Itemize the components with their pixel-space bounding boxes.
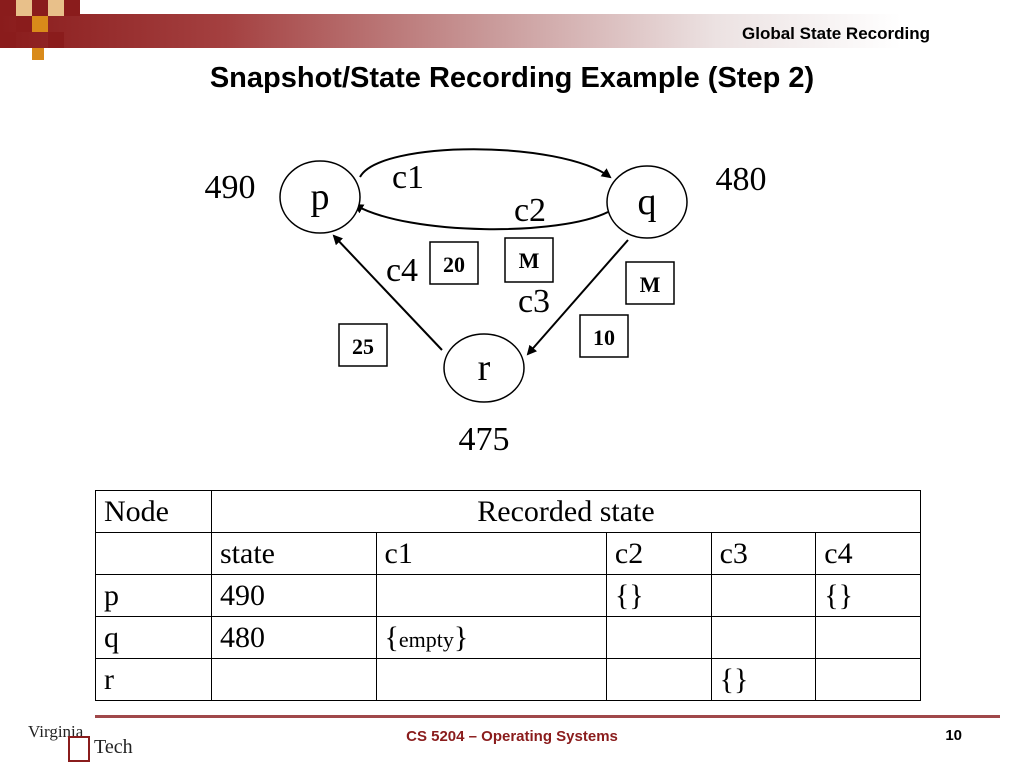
header-square bbox=[64, 0, 80, 16]
recorded-state-table: Node Recorded state state c1 c2 c3 c4 p … bbox=[95, 490, 921, 701]
table-cell: c2 bbox=[605, 532, 712, 575]
table-cell bbox=[815, 616, 921, 659]
recorded-state-header: Recorded state bbox=[211, 490, 921, 533]
header-square bbox=[32, 48, 44, 60]
channel-c2-arrow bbox=[353, 204, 609, 231]
channel-c1-arrow bbox=[359, 148, 612, 179]
table-cell: {} bbox=[605, 574, 712, 617]
table-cell bbox=[815, 658, 921, 701]
header-square bbox=[48, 0, 64, 16]
logo-line-2: Tech bbox=[94, 736, 133, 758]
message-label: 25 bbox=[352, 334, 374, 359]
node-p-value: 490 bbox=[205, 169, 256, 206]
message-box: 20 bbox=[429, 241, 479, 285]
message-label: M bbox=[640, 272, 661, 297]
empty-label: empty bbox=[398, 626, 454, 652]
table-row: r {} bbox=[95, 658, 921, 701]
header-square bbox=[0, 32, 16, 48]
table-header-row: Node Recorded state bbox=[95, 490, 921, 533]
table-cell bbox=[710, 574, 817, 617]
header-square bbox=[48, 32, 64, 48]
channel-c3-arrow bbox=[526, 239, 629, 356]
table-cell bbox=[375, 574, 607, 617]
table-cell bbox=[710, 616, 817, 659]
header-square bbox=[32, 16, 48, 32]
table-cell bbox=[605, 658, 712, 701]
header-square bbox=[32, 0, 48, 16]
message-label: 10 bbox=[593, 325, 615, 350]
node-r: r bbox=[443, 333, 525, 403]
table-row: p 490 {} {} bbox=[95, 574, 921, 617]
table-cell bbox=[95, 532, 212, 575]
footer-rule bbox=[95, 715, 1000, 718]
table-cell: c3 bbox=[710, 532, 817, 575]
channel-c4-label: c4 bbox=[386, 252, 418, 289]
table-cell: c1 bbox=[375, 532, 607, 575]
channel-c3-label: c3 bbox=[518, 283, 550, 320]
table-subheader-row: state c1 c2 c3 c4 bbox=[95, 532, 921, 575]
message-box: M bbox=[625, 261, 675, 305]
table-row: q 480 {empty} bbox=[95, 616, 921, 659]
table-cell: state bbox=[211, 532, 377, 575]
channel-c2-label: c2 bbox=[514, 192, 546, 229]
message-box: 10 bbox=[579, 314, 629, 358]
logo-mark-icon bbox=[68, 736, 90, 762]
node-q-label: q bbox=[638, 181, 657, 223]
node-q-value: 480 bbox=[716, 161, 767, 198]
brace-close: } bbox=[453, 620, 469, 654]
table-cell: 480 bbox=[211, 616, 377, 659]
node-r-label: r bbox=[478, 347, 491, 389]
node-q: q bbox=[606, 165, 688, 239]
node-p: p bbox=[279, 160, 361, 234]
table-cell: 490 bbox=[211, 574, 377, 617]
header-gradient-bar bbox=[0, 14, 1024, 48]
table-cell bbox=[605, 616, 712, 659]
channel-c4-arrow bbox=[332, 234, 443, 351]
page-number: 10 bbox=[945, 727, 962, 744]
slide-title: Snapshot/State Recording Example (Step 2… bbox=[209, 62, 815, 94]
channel-c1-label: c1 bbox=[392, 159, 424, 196]
table-cell: p bbox=[95, 574, 212, 617]
message-label: 20 bbox=[443, 252, 465, 277]
table-cell bbox=[375, 658, 607, 701]
table-cell bbox=[211, 658, 377, 701]
table-cell: c4 bbox=[815, 532, 921, 575]
message-label: M bbox=[519, 248, 540, 273]
table-cell: r bbox=[95, 658, 212, 701]
table-cell: q bbox=[95, 616, 212, 659]
brace-open: { bbox=[384, 620, 399, 654]
message-box: 25 bbox=[338, 323, 388, 367]
table-cell: {} bbox=[815, 574, 921, 617]
table-cell: {empty} bbox=[375, 616, 607, 659]
message-box: M bbox=[504, 237, 554, 283]
node-r-value: 475 bbox=[459, 421, 510, 458]
node-column-header: Node bbox=[95, 490, 212, 533]
node-p-label: p bbox=[311, 176, 330, 218]
table-cell: {} bbox=[710, 658, 817, 701]
footer-course: CS 5204 – Operating Systems bbox=[406, 728, 618, 745]
header-square bbox=[16, 16, 32, 32]
virginia-tech-logo: Virginia Tech bbox=[24, 722, 144, 766]
section-header: Global State Recording bbox=[742, 24, 930, 43]
header-square bbox=[16, 0, 32, 16]
header-square bbox=[0, 0, 16, 16]
